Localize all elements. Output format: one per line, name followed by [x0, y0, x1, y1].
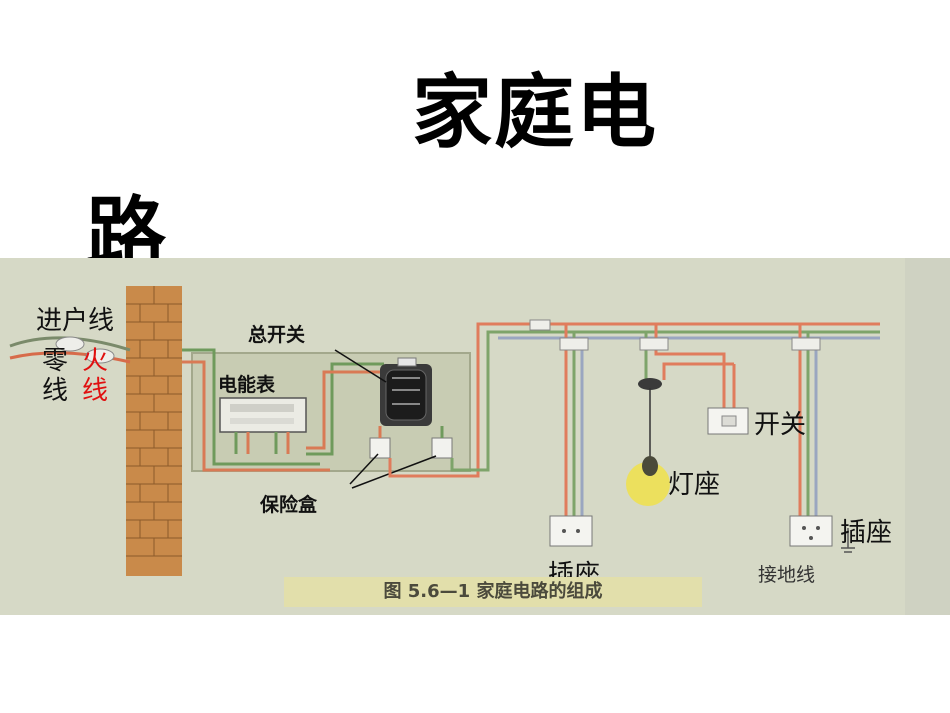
- page-title: 家庭电: [412, 66, 658, 159]
- household-circuit-diagram: [0, 258, 950, 615]
- label-main-switch: 总开关: [248, 324, 306, 346]
- circuit-figure: 进户线 零 线 火 线 总开关 电能表 保险盒 开关 灯座 插座 插座 接地线: [0, 258, 950, 615]
- label-live-wire: 火 线: [82, 346, 109, 406]
- lamp: [626, 378, 670, 506]
- figure-caption: 图 5.6—1 家庭电路的组成: [284, 577, 702, 607]
- socket-left-plate: [549, 515, 593, 547]
- fuse-boxes: [369, 426, 453, 459]
- label-neutral-wire: 零 线: [42, 346, 69, 406]
- label-socket-right: 插座: [840, 518, 893, 548]
- leader-lines: [334, 349, 437, 489]
- socket-right-plate: [789, 515, 855, 553]
- label-fuse-box: 保险盒: [260, 494, 318, 516]
- label-meter: 电能表: [218, 374, 276, 396]
- label-incoming-line: 进户线: [36, 306, 115, 336]
- label-switch: 开关: [754, 410, 807, 440]
- brick-wall: [126, 286, 182, 576]
- wall-switch: [707, 407, 749, 435]
- label-ground-wire: 接地线: [758, 564, 816, 586]
- energy-meter: [219, 397, 307, 454]
- main-switch: [380, 357, 432, 426]
- junction-boxes: [529, 319, 821, 351]
- label-lamp-socket: 灯座: [668, 470, 721, 500]
- insulators: [55, 336, 115, 364]
